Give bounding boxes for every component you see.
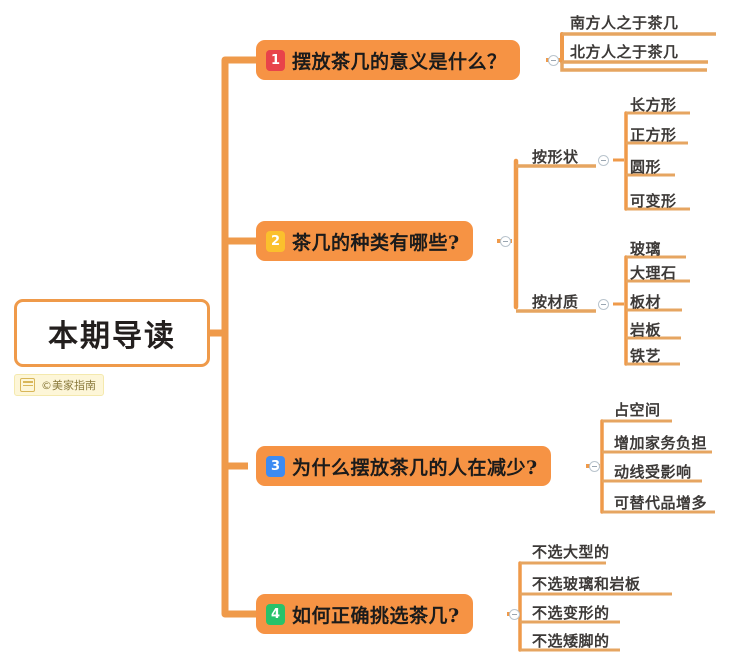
leaf-label-4-3: 不选变形的 <box>532 604 610 622</box>
leaf-node-2-1-4[interactable]: 可变形 <box>630 190 677 211</box>
leaf-node-3-1[interactable]: 占空间 <box>614 399 661 420</box>
leaf-node-2-1-1[interactable]: 长方形 <box>630 94 677 115</box>
leaf-label-4-2: 不选玻璃和岩板 <box>532 575 641 593</box>
root-node[interactable]: 本期导读 <box>14 299 210 367</box>
leaf-label-2-2-5: 铁艺 <box>630 347 662 365</box>
collapse-minus-icon-by-material[interactable] <box>598 299 609 310</box>
leaf-label-4-4: 不选矮脚的 <box>532 632 610 650</box>
branch-badge-2: 2 <box>266 230 285 252</box>
collapse-minus-icon-by-shape[interactable] <box>598 155 609 166</box>
leaf-label-3-1: 占空间 <box>614 401 661 419</box>
leaf-label-2-1-3: 圆形 <box>630 158 662 176</box>
collapse-minus-icon-branch-3[interactable] <box>589 461 600 472</box>
branch-badge-3: 3 <box>266 455 285 477</box>
watermark-text: ©美家指南 <box>41 379 96 392</box>
leaf-label-1-2: 北方人之于茶几 <box>570 43 679 61</box>
leaf-node-3-4[interactable]: 可替代品增多 <box>614 492 707 513</box>
mid-label-2-2: 按材质 <box>532 293 579 311</box>
leaf-node-2-1-2[interactable]: 正方形 <box>630 124 677 145</box>
branch-node-3[interactable]: 3 为什么摆放茶几的人在减少? <box>256 446 551 486</box>
branch-node-4[interactable]: 4 如何正确挑选茶几? <box>256 594 473 634</box>
leaf-node-4-3[interactable]: 不选变形的 <box>532 602 610 623</box>
leaf-label-1-1: 南方人之于茶几 <box>570 14 679 32</box>
leaf-node-1-1[interactable]: 南方人之于茶几 <box>570 12 679 33</box>
mid-node-2-2[interactable]: 按材质 <box>532 291 579 312</box>
leaf-label-2-2-3: 板材 <box>630 293 662 311</box>
leaf-node-2-2-4[interactable]: 岩板 <box>630 319 661 340</box>
watermark: ©美家指南 <box>14 374 104 396</box>
leaf-node-1-2[interactable]: 北方人之于茶几 <box>570 41 679 62</box>
leaf-label-2-2-2: 大理石 <box>630 264 677 282</box>
collapse-minus-icon-branch-4[interactable] <box>509 609 520 620</box>
collapse-minus-icon-branch-1[interactable] <box>548 55 559 66</box>
branch-label-1: 摆放茶几的意义是什么？ <box>292 50 507 73</box>
root-label: 本期导读 <box>48 319 176 354</box>
branch-node-1[interactable]: 1 摆放茶几的意义是什么？ <box>256 40 520 80</box>
branch-label-2: 茶几的种类有哪些? <box>292 231 460 254</box>
leaf-node-2-2-3[interactable]: 板材 <box>630 291 661 312</box>
branch-badge-1: 1 <box>266 49 285 71</box>
mid-label-2-1: 按形状 <box>532 148 579 166</box>
leaf-label-2-2-4: 岩板 <box>630 321 662 339</box>
branch-label-3: 为什么摆放茶几的人在减少? <box>292 456 538 479</box>
branch-node-2[interactable]: 2 茶几的种类有哪些? <box>256 221 473 261</box>
list-icon <box>20 378 35 392</box>
mid-node-2-1[interactable]: 按形状 <box>532 146 579 167</box>
leaf-node-2-2-2[interactable]: 大理石 <box>630 262 677 283</box>
leaf-label-2-1-4: 可变形 <box>630 192 677 210</box>
leaf-label-2-2-1: 玻璃 <box>630 240 662 258</box>
leaf-label-2-1-2: 正方形 <box>630 126 677 144</box>
leaf-node-3-3[interactable]: 动线受影响 <box>614 461 692 482</box>
leaf-node-4-1[interactable]: 不选大型的 <box>532 541 610 562</box>
leaf-label-3-4: 可替代品增多 <box>614 494 708 512</box>
collapse-minus-icon-branch-2[interactable] <box>500 236 511 247</box>
leaf-node-2-2-5[interactable]: 铁艺 <box>630 345 661 366</box>
leaf-node-2-2-1[interactable]: 玻璃 <box>630 238 661 259</box>
branch-label-4: 如何正确挑选茶几? <box>292 604 460 627</box>
leaf-label-3-2: 增加家务负担 <box>614 434 708 452</box>
leaf-node-4-4[interactable]: 不选矮脚的 <box>532 630 610 651</box>
leaf-node-3-2[interactable]: 增加家务负担 <box>614 432 707 453</box>
leaf-node-2-1-3[interactable]: 圆形 <box>630 156 661 177</box>
branch-badge-4: 4 <box>266 603 285 625</box>
leaf-label-2-1-1: 长方形 <box>630 96 677 114</box>
leaf-label-3-3: 动线受影响 <box>614 463 692 481</box>
leaf-label-4-1: 不选大型的 <box>532 543 610 561</box>
leaf-node-4-2[interactable]: 不选玻璃和岩板 <box>532 573 641 594</box>
